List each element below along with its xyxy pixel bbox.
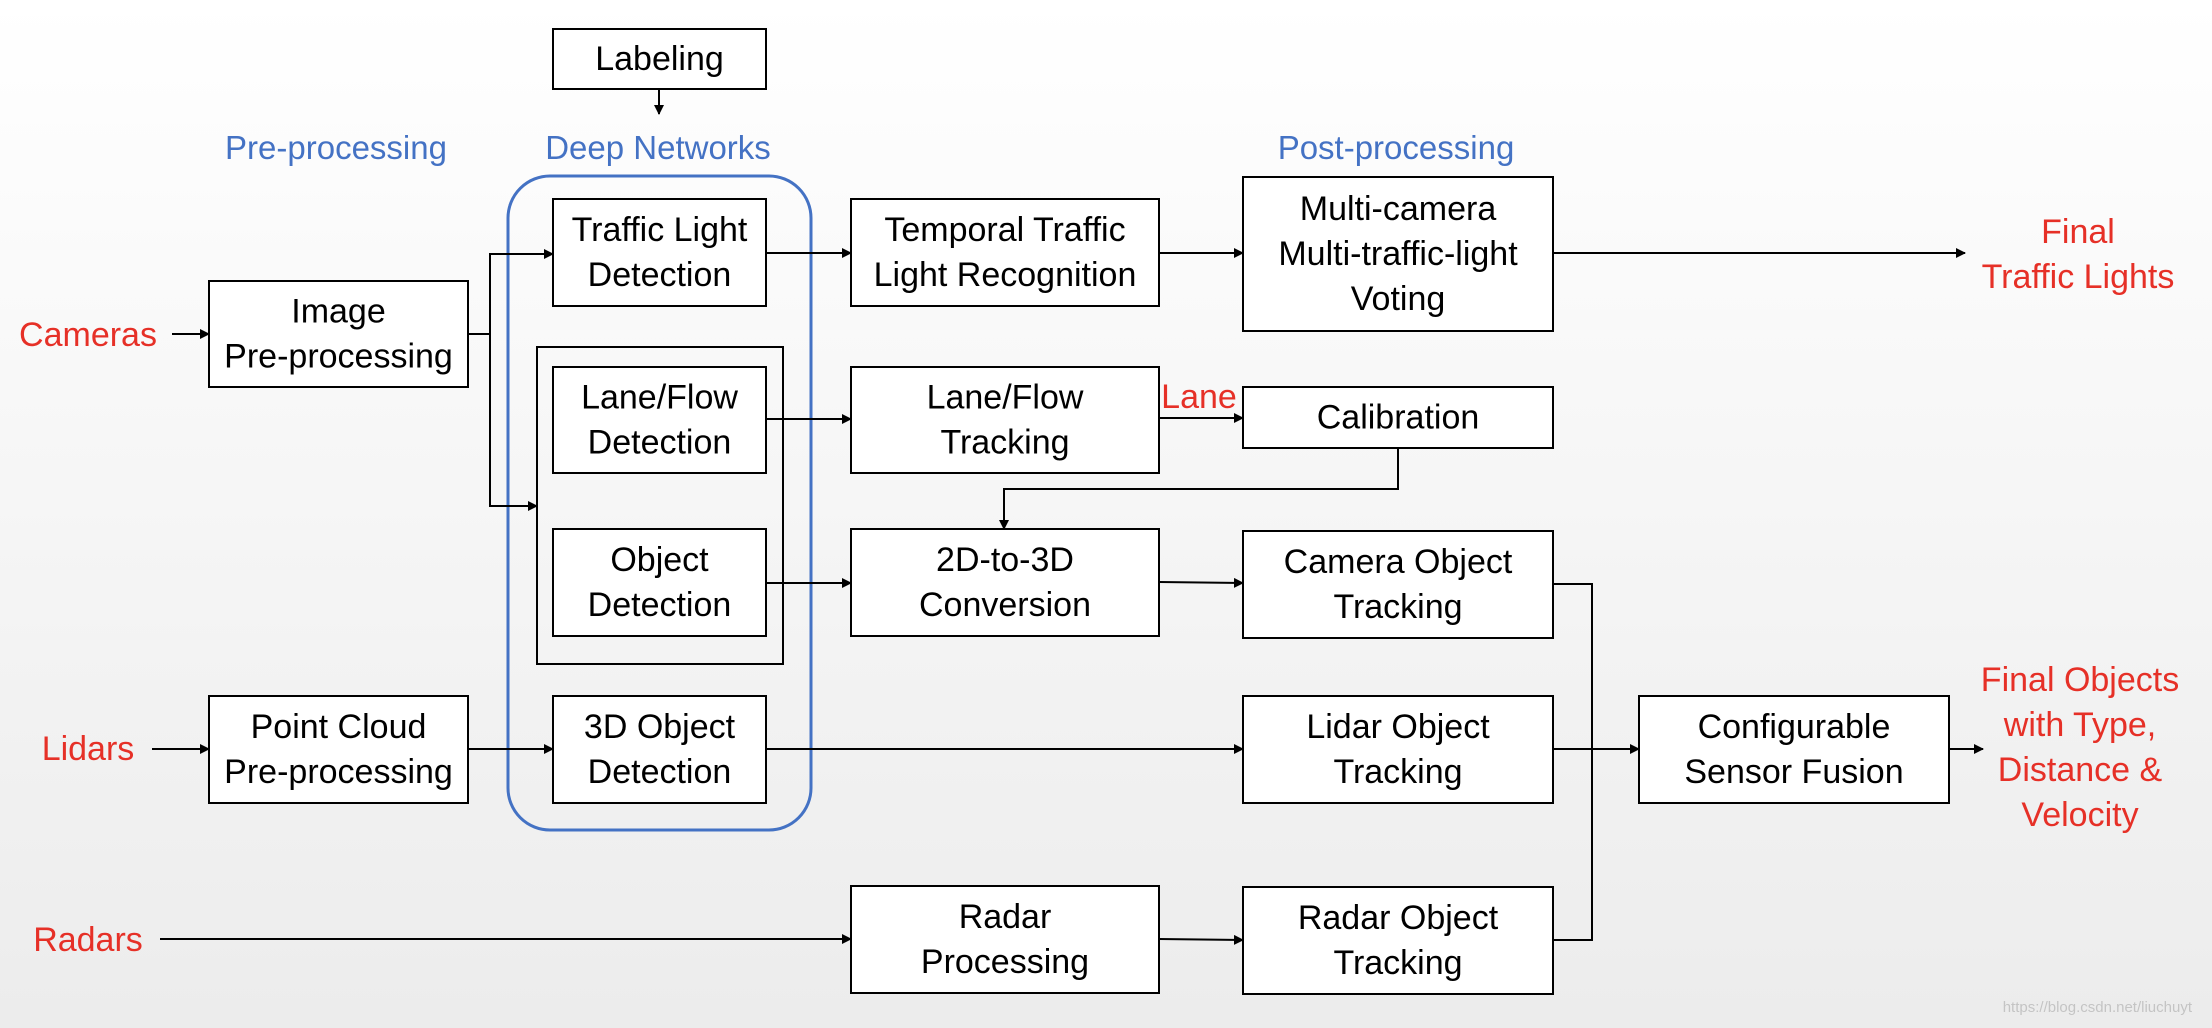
final-objects-line: Velocity [2021,796,2138,834]
lidar-object-tracking-box [1242,695,1554,804]
object-3d-detection-box [552,695,767,804]
deep-networks-group-frame [506,174,813,832]
conversion-2d-3d-label: 2D-to-3D [936,541,1074,579]
radars-input-label: Radars [33,921,143,959]
calibration-node: Calibration [1242,386,1554,449]
radar-processing-label: Processing [921,943,1089,981]
final-traffic-lights-line: Final [2041,213,2115,251]
watermark: https://blog.csdn.net/liuchuyt [2003,999,2193,1016]
final-objects-line: Distance & [1998,751,2163,789]
multi-camera-voting-box [1242,176,1554,332]
radar-object-tracking-box [1242,886,1554,995]
lidar-object-tracking-label: Tracking [1333,753,1462,791]
camera-object-tracking-box [1242,530,1554,639]
lane-flow-tracking-label: Lane/Flow [927,379,1084,417]
lane-edge-label: Lane [1161,378,1237,416]
lidar-object-tracking-label: Lidar Object [1306,708,1490,746]
object-3d-detection-label: 3D Object [584,708,736,746]
camera-object-tracking-label: Camera Object [1284,543,1513,581]
multi-camera-voting-label: Multi-camera [1300,190,1497,228]
temporal-traffic-light-recognition-label: Light Recognition [874,256,1137,294]
2d-3d-conversion-to-camera-tracking-arrow [1158,577,1244,588]
radar-object-tracking-label: Radar Object [1298,899,1499,937]
radar-processing-label: Radar [959,898,1052,936]
point-cloud-preprocessing-label: Point Cloud [251,708,427,746]
camera-tracking-to-fusion-bus-arrow [1553,583,1593,749]
image-preprocessing-label: Image [291,293,386,331]
point-cloud-preprocessing-label: Pre-processing [224,753,453,791]
configurable-sensor-fusion-box [1638,695,1950,804]
pre-processing-label: Pre-processing [225,129,447,166]
conversion-2d-3d-node: 2D-to-3D Conversion [850,528,1160,637]
lane-flow-tracking-box [850,366,1160,474]
camera-object-tracking-label: Tracking [1333,588,1462,626]
calibration-to-2d-3d-conversion-arrow [999,448,1399,530]
lane-flow-tracking-label: Tracking [940,424,1069,462]
lane-flow-detection-box [552,366,767,474]
radar-object-tracking-label: Tracking [1333,944,1462,982]
configurable-sensor-fusion-label: Sensor Fusion [1684,753,1903,791]
lidars-input-label: Lidars [42,730,135,768]
temporal-traffic-light-recognition-label: Temporal Traffic [884,211,1125,249]
object-3d-detection-label: Detection [588,753,732,791]
traffic-light-detection-label: Detection [588,256,732,294]
calibration-label: Calibration [1317,399,1480,437]
object-detection-label: Object [610,541,709,579]
multi-camera-voting-label: Voting [1351,280,1446,318]
conversion-2d-3d-label: Conversion [919,586,1091,624]
labeling-box [552,28,767,90]
image-preprocessing-to-lane-object-group-arrow [489,334,538,511]
lane-flow-detection-label: Lane/Flow [581,379,738,417]
labeling-label: Labeling [595,40,724,78]
calibration-box [1242,386,1554,449]
radar-tracking-to-fusion-bus-arrow [1553,749,1593,941]
traffic-light-detection-box [552,198,767,307]
post-processing-label: Post-processing [1278,129,1515,166]
configurable-sensor-fusion-label: Configurable [1698,708,1891,746]
lane-flow-detection-label: Detection [588,424,732,462]
radar-processing-to-radar-tracking-arrow [1158,934,1244,945]
point-cloud-preprocessing-box [208,695,469,804]
final-objects-line: Final Objects [1981,661,2179,699]
object-detection-box [552,528,767,637]
final-traffic-lights-line: Traffic Lights [1982,258,2175,296]
final-objects-output: Final Objects with Type, Distance & Velo… [1981,661,2179,834]
final-traffic-lights-output: Final Traffic Lights [1982,213,2175,296]
multi-camera-voting-label: Multi-traffic-light [1278,235,1518,273]
deep-networks-label: Deep Networks [545,129,771,166]
cameras-input-label: Cameras [19,316,157,354]
labeling-node: Labeling [552,28,767,90]
image-preprocessing-label: Pre-processing [224,338,453,376]
traffic-light-detection-label: Traffic Light [572,211,748,249]
image-preprocessing-to-traffic-light-detection-arrow [489,249,554,334]
final-objects-line: with Type, [2003,706,2156,744]
object-detection-label: Detection [588,586,732,624]
data-flow-arrows [152,89,1984,945]
